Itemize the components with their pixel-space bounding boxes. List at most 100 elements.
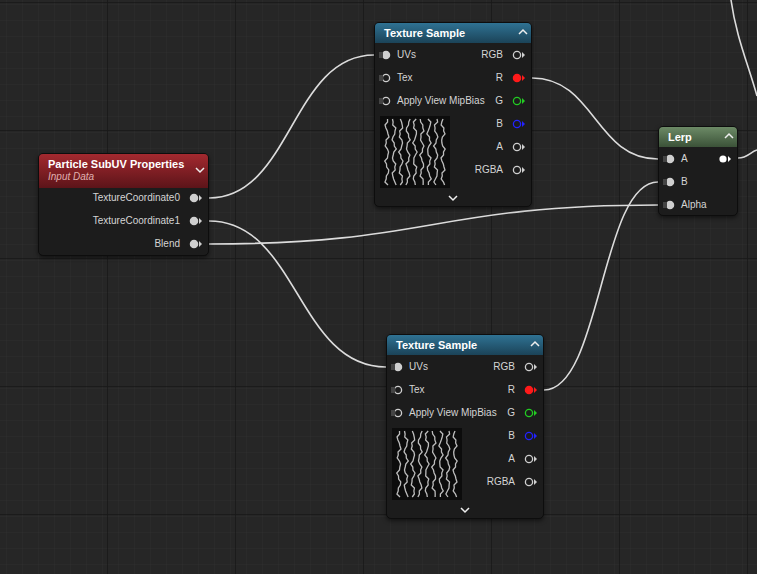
pin-label: Blend [154, 237, 180, 251]
pin-socket [525, 386, 532, 393]
pin-arrow [199, 218, 202, 224]
texture-stroke [418, 431, 422, 497]
pin-label: A [508, 452, 515, 466]
pin-tab [663, 156, 667, 162]
pin-label: Alpha [681, 198, 707, 212]
pin-label: G [495, 94, 503, 108]
pin-tab [663, 179, 667, 185]
offscreen-wire [731, 0, 757, 96]
pin-arrow [534, 433, 537, 439]
pin-label: Apply View MipBias [397, 94, 485, 108]
pin-socket [190, 217, 197, 224]
pin-socket [513, 120, 520, 127]
pin-socket [394, 386, 401, 393]
pin-socket [719, 155, 726, 162]
pin-socket [525, 478, 532, 485]
pin-socket [394, 363, 401, 370]
pin-arrow [199, 195, 202, 201]
pin-label: A [681, 152, 688, 166]
pin-arrow [534, 479, 537, 485]
pin-label: RGB [493, 360, 515, 374]
pin-arrow [728, 156, 731, 162]
collapse-chevron [519, 30, 527, 34]
pin-socket [190, 240, 197, 247]
pin-arrow [534, 364, 537, 370]
pin-label: A [496, 140, 503, 154]
pin-label: B [508, 429, 515, 443]
node-title: Texture Sample [396, 338, 477, 352]
texture-stroke [385, 119, 389, 185]
pin-label: R [508, 383, 515, 397]
node-title: Lerp [668, 130, 692, 144]
pin-arrow [522, 52, 525, 58]
texture-stroke [399, 119, 403, 185]
texture-stroke [411, 431, 415, 497]
pin-arrow [522, 167, 525, 173]
pin-tab [663, 202, 667, 208]
pin-tab [391, 387, 395, 393]
pin-label: B [681, 175, 688, 189]
pin-arrow [522, 98, 525, 104]
pin-label: UVs [409, 360, 428, 374]
texture-thumbnail [392, 428, 462, 500]
pin-socket [525, 432, 532, 439]
pin-arrow [522, 144, 525, 150]
collapse-chevron [725, 134, 733, 138]
expand-chevron [461, 508, 469, 512]
pin-socket [382, 51, 389, 58]
expand-chevron [449, 196, 457, 200]
pin-arrow [534, 387, 537, 393]
lerp-node: LerpAB Alpha [658, 126, 738, 216]
pin-socket [513, 51, 520, 58]
texture-stroke [439, 431, 443, 497]
texture-stroke [427, 119, 431, 185]
node-wire [544, 182, 658, 390]
texture-sample-node: Texture SampleUVsTexApply View MipBiasRG… [386, 334, 544, 519]
pin-arrow [522, 121, 525, 127]
pin-socket [190, 194, 197, 201]
texture-stroke [432, 431, 436, 497]
pin-socket [666, 178, 673, 185]
texture-stroke [441, 119, 445, 185]
pin-label: TextureCoordinate1 [93, 214, 180, 228]
texture-stroke [406, 119, 410, 185]
collapse-chevron [196, 168, 204, 172]
pin-label: RGBA [487, 475, 515, 489]
pin-socket [525, 409, 532, 416]
pin-arrow [199, 241, 202, 247]
pin-label: B [496, 117, 503, 131]
pin-socket [394, 409, 401, 416]
pin-socket [525, 455, 532, 462]
pin-label: Tex [409, 383, 425, 397]
input-data-node: Particle SubUV PropertiesInput DataTextu… [38, 153, 209, 256]
pin-tab [391, 364, 395, 370]
pin-label: R [496, 71, 503, 85]
texture-stroke [404, 431, 408, 497]
pin-socket [666, 201, 673, 208]
pin-socket [513, 97, 520, 104]
pin-arrow [522, 75, 525, 81]
texture-stroke [397, 431, 401, 497]
pin-socket [513, 143, 520, 150]
pin-label: RGB [481, 48, 503, 62]
node-title: Particle SubUV Properties [48, 157, 184, 171]
node-wire [209, 55, 374, 198]
output-wire [738, 150, 757, 158]
pin-label: RGBA [475, 163, 503, 177]
texture-stroke [434, 119, 438, 185]
pin-label: G [507, 406, 515, 420]
texture-thumbnail [380, 116, 450, 188]
texture-stroke [425, 431, 429, 497]
node-wire [532, 78, 658, 159]
pin-arrow [534, 456, 537, 462]
texture-stroke [453, 431, 457, 497]
pin-socket [513, 166, 520, 173]
texture-stroke [446, 431, 450, 497]
texture-stroke [413, 119, 417, 185]
pin-tab [391, 410, 395, 416]
pin-tab [379, 75, 383, 81]
pin-socket [382, 74, 389, 81]
node-wire [209, 221, 386, 367]
pin-label: TextureCoordinate0 [93, 191, 180, 205]
node-wire [209, 205, 658, 244]
